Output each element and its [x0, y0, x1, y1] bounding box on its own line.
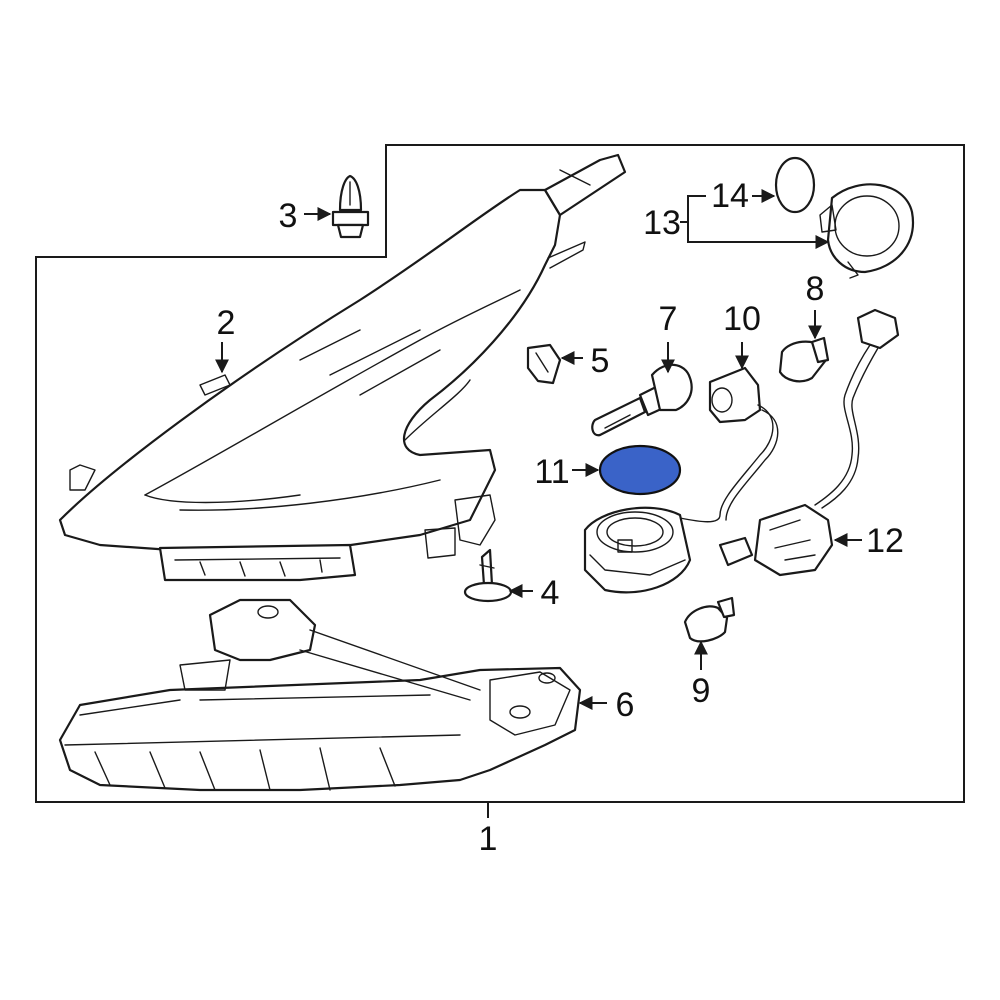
callout-7: 7: [659, 300, 678, 338]
seal-part-11-highlighted[interactable]: [598, 444, 682, 496]
bulb-part-9[interactable]: [683, 596, 736, 643]
callout-12: 12: [866, 522, 904, 560]
socket-part-10[interactable]: [679, 366, 779, 523]
ballast-igniter[interactable]: [583, 506, 692, 594]
callout-4: 4: [541, 574, 560, 612]
bulb-part-8[interactable]: [778, 336, 830, 383]
bracket-part-5[interactable]: [526, 343, 562, 385]
lower-bracket-part-6[interactable]: [58, 598, 582, 792]
callout-3: 3: [279, 197, 298, 235]
callout-14: 14: [711, 177, 749, 215]
callout-13: 13: [643, 204, 681, 242]
clip-part-3[interactable]: [331, 174, 370, 239]
harness-part-12[interactable]: [718, 308, 900, 577]
headlamp-housing-part[interactable]: [58, 153, 627, 582]
callout-2: 2: [217, 304, 236, 342]
bulb-part-7[interactable]: [591, 363, 693, 437]
callout-1: 1: [479, 820, 498, 858]
leader-lines: [215, 189, 862, 818]
callout-8: 8: [806, 270, 825, 308]
o-ring-part-14[interactable]: [774, 156, 816, 214]
callout-labels: 1 2 3 4 5 6 7 8 9 10 11 12 13 14: [217, 177, 904, 858]
callout-6: 6: [616, 686, 635, 724]
callout-10: 10: [723, 300, 761, 338]
callout-9: 9: [692, 672, 711, 710]
callout-5: 5: [591, 342, 610, 380]
cap-part-13[interactable]: [819, 183, 915, 279]
push-pin-part-4[interactable]: [463, 548, 513, 603]
assembly-frame: [35, 144, 965, 803]
callout-11: 11: [534, 453, 569, 491]
